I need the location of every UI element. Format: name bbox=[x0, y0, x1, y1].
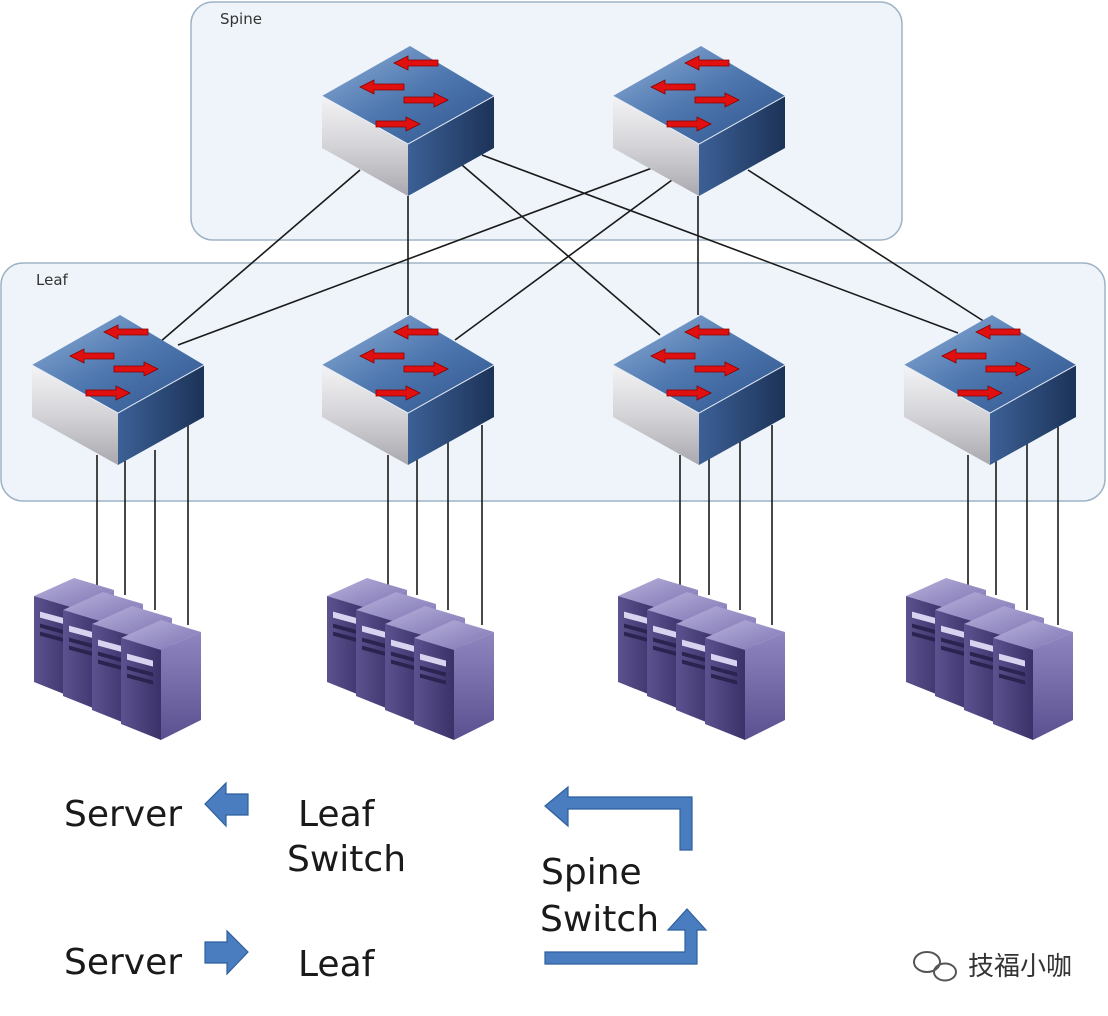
legend-leaf: Leaf bbox=[298, 944, 376, 985]
legend-leaf-switch-line2: Switch bbox=[287, 839, 406, 880]
server-group-2 bbox=[327, 578, 494, 740]
legend-spine-line1: Spine bbox=[541, 852, 642, 893]
spine-panel-label: Spine bbox=[220, 10, 262, 28]
leaf-panel bbox=[0, 262, 1106, 502]
server-group-4 bbox=[906, 578, 1073, 740]
server-group-1 bbox=[34, 578, 201, 740]
uplinks bbox=[159, 154, 986, 346]
wechat-icon bbox=[913, 951, 957, 982]
leaf-panel-label: Leaf bbox=[36, 271, 69, 289]
watermark-text: 技福小咖 bbox=[968, 952, 1072, 982]
watermark: 技福小咖 bbox=[913, 951, 1072, 982]
legend-leaf-switch-line1: Leaf bbox=[298, 794, 376, 835]
spine-bottom-arrow-icon bbox=[544, 908, 708, 965]
right-arrow-icon bbox=[204, 929, 249, 976]
left-arrow-icon bbox=[204, 781, 249, 828]
spine-panel bbox=[190, 1, 903, 241]
legend-server-1: Server bbox=[64, 794, 182, 835]
legend-spine-line2: Switch bbox=[540, 899, 659, 940]
spine-top-arrow-icon bbox=[544, 785, 693, 851]
server-group-3 bbox=[618, 578, 785, 740]
server-links bbox=[96, 425, 1059, 625]
legend-server-2: Server bbox=[64, 942, 182, 983]
